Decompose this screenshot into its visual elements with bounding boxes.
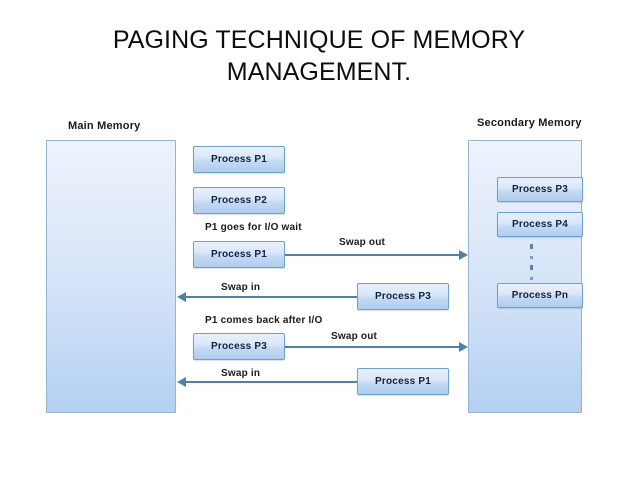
process-box-p3-swapout: Process P3 [193, 333, 285, 360]
swap-in-arrow-1 [185, 296, 357, 298]
swap-out-arrow-1 [285, 254, 462, 256]
secondary-memory-label: Secondary Memory [477, 117, 582, 129]
page-title: PAGING TECHNIQUE OF MEMORY MANAGEMENT. [0, 24, 638, 88]
annotation-p1-comes-back: P1 comes back after I/O [205, 315, 323, 326]
swap-in-arrowhead-2-icon [177, 377, 186, 387]
process-box-p1-queued: Process P1 [193, 146, 285, 173]
swap-out-label-2: Swap out [331, 331, 378, 342]
main-memory-label: Main Memory [68, 120, 141, 132]
main-memory-region [46, 140, 176, 413]
swap-out-arrowhead-1-icon [459, 250, 468, 260]
swap-in-label-1: Swap in [221, 282, 261, 293]
swap-in-arrow-2 [185, 381, 357, 383]
process-box-p2-queued: Process P2 [193, 187, 285, 214]
annotation-p1-io-wait: P1 goes for I/O wait [205, 222, 302, 233]
secondary-process-box-pn: Process Pn [497, 283, 583, 308]
secondary-process-box-p4: Process P4 [497, 212, 583, 237]
swap-in-arrowhead-1-icon [177, 292, 186, 302]
swap-out-arrowhead-2-icon [459, 342, 468, 352]
title-line-2: MANAGEMENT. [226, 58, 412, 86]
title-line-1: PAGING TECHNIQUE OF MEMORY [112, 26, 526, 54]
swap-in-label-2: Swap in [221, 368, 261, 379]
process-box-p3-swapin: Process P3 [357, 283, 449, 310]
process-box-p1-swapin: Process P1 [357, 368, 449, 395]
swap-out-arrow-2 [285, 346, 462, 348]
vertical-ellipsis-icon [528, 244, 534, 280]
process-box-p1-swapout: Process P1 [193, 241, 285, 268]
swap-out-label-1: Swap out [339, 237, 386, 248]
secondary-process-box-p3: Process P3 [497, 177, 583, 202]
